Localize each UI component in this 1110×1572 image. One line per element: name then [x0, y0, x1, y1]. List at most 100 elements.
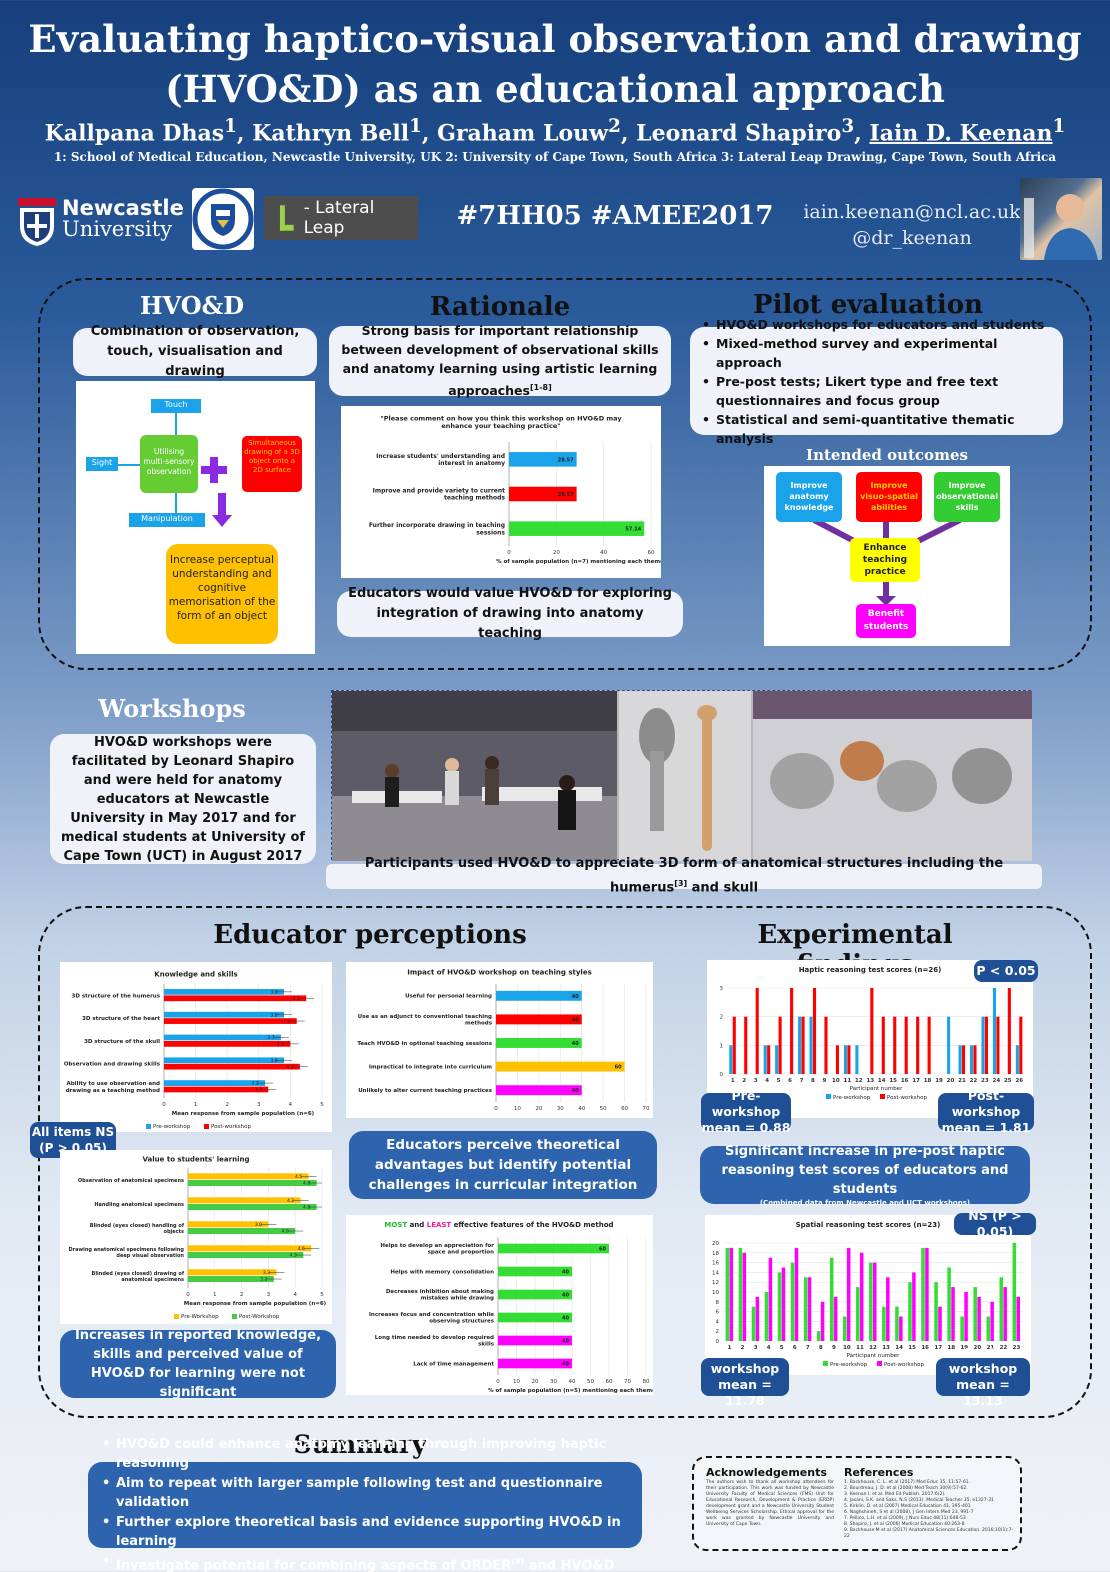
category-label: objects — [164, 1229, 184, 1235]
data-label: 60 — [615, 1065, 622, 1071]
category-label: space and proportion — [428, 1250, 494, 1256]
chart-title: Value to students' learning — [143, 1155, 250, 1163]
data-label: 60 — [599, 1247, 606, 1253]
x-axis-label: Mean response from sample population (n=… — [184, 1301, 327, 1307]
bar — [188, 1180, 317, 1187]
hvod-diagram: Touch Sight Manipulation Utilising multi… — [76, 381, 315, 654]
bar — [164, 989, 285, 995]
reference-item: 3. Keenan I. et al. Med Ed Publish. 2017… — [844, 1492, 946, 1497]
bar — [846, 1247, 851, 1341]
bar — [835, 1045, 839, 1074]
data-label: 28.57 — [558, 457, 574, 463]
significance-text: Significant increase in pre-post haptic … — [721, 1144, 1009, 1197]
affiliations: 1: School of Medical Education, Newcastl… — [53, 150, 1057, 164]
x-tick-label: 0 — [507, 550, 511, 556]
outcome-knowledge: Improve anatomy knowledge — [784, 481, 834, 512]
bar — [1012, 1243, 1017, 1341]
multisensory-label: Utilising multi-sensory observation — [143, 447, 195, 476]
category-label: Observation and drawing skills — [64, 1062, 161, 1068]
references-title: References — [844, 1466, 914, 1479]
bar — [742, 1252, 747, 1341]
twitter-handle[interactable]: @dr_keenan — [852, 227, 972, 249]
x-tick-label: 15 — [889, 1078, 897, 1084]
bar — [790, 1262, 795, 1341]
category-label: Use as an adjunct to conventional teachi… — [358, 1014, 492, 1020]
reference-item: 6. Naghshineh, S et al (2008), J Gen Int… — [844, 1510, 974, 1515]
pilot-card: HVO&D workshops for educators and studen… — [690, 315, 1063, 446]
category-label: interest in anatomy — [438, 460, 505, 467]
legend-swatch — [823, 1361, 828, 1366]
bar — [951, 1287, 955, 1341]
category-label: sessions — [476, 529, 505, 536]
p-value-badge-1: P < 0.05 — [974, 960, 1038, 982]
reference-item: 9. Backhouse M et al (2017) Anatomical S… — [844, 1528, 1014, 1539]
data-label: 3.7 — [267, 1035, 274, 1041]
legend-label: Pre-Workshop — [181, 1314, 219, 1320]
y-tick-label: 16 — [712, 1261, 719, 1267]
x-tick-label: 12 — [869, 1345, 877, 1351]
chart-title: Knowledge and skills — [154, 970, 237, 978]
data-label: 4.0 — [282, 1229, 289, 1235]
bar — [498, 1312, 572, 1323]
bar — [958, 1045, 962, 1074]
bar — [916, 1016, 920, 1074]
x-tick-label: 12 — [855, 1078, 863, 1084]
bar — [1007, 988, 1011, 1074]
legend-label: Post-workshop — [887, 1095, 928, 1101]
bar — [798, 1016, 802, 1074]
educator-card-2: Educators perceive theoretical advantage… — [349, 1131, 657, 1199]
email[interactable]: iain.keenan@ncl.ac.uk — [803, 201, 1021, 223]
title-line-2: (HVO&D) as an educational approach — [165, 67, 945, 111]
bar — [996, 1016, 1000, 1074]
significance-card: Significant increase in pre-post haptic … — [700, 1144, 1030, 1207]
bar — [820, 1301, 825, 1341]
x-tick-label: 20 — [974, 1345, 982, 1351]
data-label: 4.2 — [287, 1198, 294, 1204]
data-label: 4.5 — [295, 1174, 302, 1180]
bar — [768, 1257, 773, 1341]
data-label: 40 — [572, 994, 579, 1000]
bar — [869, 1262, 873, 1341]
bar — [496, 990, 582, 1001]
legend-label: Pre-workshop — [153, 1124, 191, 1130]
bar — [886, 1277, 890, 1341]
category-label: methods — [465, 1021, 493, 1027]
pilot-bullet: HVO&D workshops for educators and studen… — [702, 315, 1051, 334]
references-list: 1. Backhouse, C. L. et al (2017) Med Edu… — [844, 1480, 1016, 1540]
bar — [843, 1316, 847, 1341]
uct-crest-icon — [192, 188, 254, 250]
bar — [807, 1277, 812, 1341]
x-tick-label: 11 — [844, 1078, 852, 1084]
x-tick-label: 26 — [1015, 1078, 1023, 1084]
bar — [498, 1243, 609, 1254]
x-tick-label: 5 — [777, 1078, 781, 1084]
legend-label: Post-workshop — [211, 1124, 252, 1130]
x-tick-label: 13 — [882, 1345, 890, 1351]
bar — [981, 1016, 985, 1074]
data-label: 40 — [572, 1041, 579, 1047]
logo-ncl-line2: University — [62, 217, 173, 241]
bar — [764, 1292, 769, 1341]
bar — [973, 1045, 977, 1074]
ncl-crest-icon — [18, 198, 56, 246]
data-label: 4.8 — [303, 1205, 310, 1211]
bar — [164, 1041, 291, 1047]
bar — [990, 1301, 994, 1341]
x-tick-label: 3 — [754, 1078, 758, 1084]
bar — [725, 1247, 730, 1341]
x-tick-label: 10 — [832, 1078, 840, 1084]
bar — [794, 1247, 799, 1341]
bar — [812, 988, 817, 1074]
reference-item: 5. Kirklin, D. et al (2007) Medical Educ… — [844, 1504, 971, 1509]
x-tick-label: 3 — [754, 1345, 758, 1351]
bar — [729, 1045, 733, 1074]
x-tick-label: 16 — [901, 1078, 909, 1084]
category-label: Helps to develop an appreciation for — [380, 1243, 494, 1249]
legend-swatch — [880, 1094, 885, 1099]
bar — [964, 1292, 968, 1341]
x-tick-label: 2 — [741, 1345, 745, 1351]
poster-title: Evaluating haptico-visual observation an… — [0, 14, 1110, 114]
